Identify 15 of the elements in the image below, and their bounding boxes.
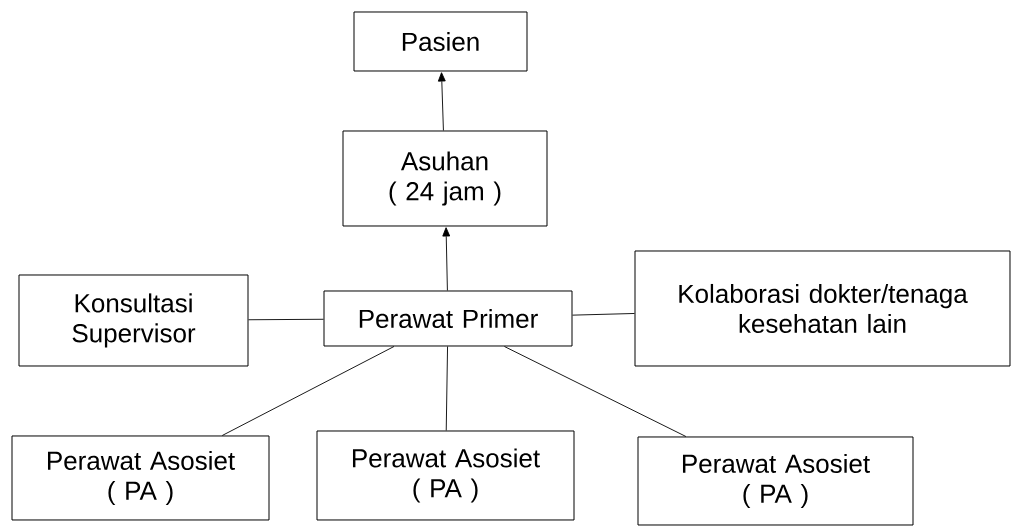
connector-line [221,346,395,436]
connector-line [503,346,687,437]
connector-line [445,346,448,431]
arrow [442,227,451,291]
arrow [437,72,446,131]
process-box: Konsultasi Supervisor [18,274,249,367]
connector-line [572,313,635,316]
process-box: Perawat Primer [323,290,573,347]
connector-line [248,318,324,321]
process-box: Kolaborasi dokter/tenaga kesehatan lain [634,250,1011,367]
process-box: Perawat Asosiet ( PA ) [637,436,914,526]
process-box: Asuhan ( 24 jam ) [342,130,548,227]
process-box: Pasien [353,11,528,72]
process-box: Perawat Asosiet ( PA ) [11,435,270,521]
process-box: Perawat Asosiet ( PA ) [316,430,575,521]
